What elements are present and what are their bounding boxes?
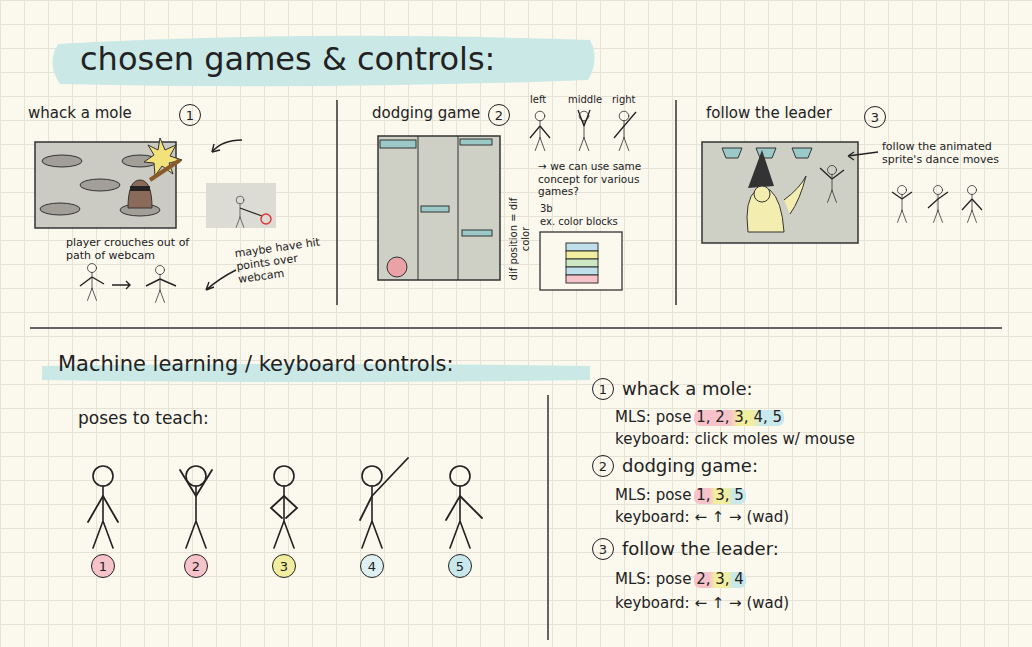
panel-title: dodging game xyxy=(372,104,480,122)
number-circle: 5 xyxy=(448,554,472,578)
circle-number: 4 xyxy=(368,560,376,573)
circle-number: 2 xyxy=(599,460,607,473)
number-circle: 2 xyxy=(184,554,208,578)
note: ex. color blocks xyxy=(540,216,618,228)
panel-title: whack a mole xyxy=(28,104,132,122)
circle-number: 1 xyxy=(186,109,194,122)
position-label: middle xyxy=(568,94,602,106)
subheading: poses to teach: xyxy=(78,408,209,428)
list-item: MLS: pose 2, 3, 4 xyxy=(615,570,744,588)
circle-number: 1 xyxy=(99,560,107,573)
number-circle: 2 xyxy=(488,104,510,126)
number-circle: 3 xyxy=(864,106,886,128)
circle-number: 1 xyxy=(599,383,607,396)
note: maybe have hit points over webcam xyxy=(234,233,342,287)
title-highlight xyxy=(52,36,594,86)
note: follow the animated sprite's dance moves xyxy=(882,140,1022,166)
circle-number: 3 xyxy=(871,111,879,124)
note: dif position = dif color xyxy=(508,196,532,282)
number-circle: 4 xyxy=(360,554,384,578)
list-heading: dodging game: xyxy=(622,455,758,477)
section-heading: Machine learning / keyboard controls: xyxy=(58,352,454,377)
circle-number: 2 xyxy=(192,560,200,573)
dodging-game-sketch xyxy=(378,110,636,290)
list-heading: whack a mole: xyxy=(622,378,753,400)
list-item: keyboard: ← ↑ → (wad) xyxy=(615,508,789,526)
pose-figures xyxy=(88,458,482,548)
list-item: MLS: pose 1, 2, 3, 4, 5 xyxy=(615,408,782,426)
divider xyxy=(675,100,677,305)
position-label: right xyxy=(612,94,636,106)
circle-number: 3 xyxy=(599,543,607,556)
panel-title: follow the leader xyxy=(706,104,832,122)
circle-number: 5 xyxy=(456,560,464,573)
divider xyxy=(547,395,549,640)
note: player crouches out of path of webcam xyxy=(66,236,216,262)
position-label: left xyxy=(530,94,546,106)
note: 3b xyxy=(540,203,553,215)
list-item: keyboard: ← ↑ → (wad) xyxy=(615,594,789,612)
number-circle: 2 xyxy=(592,455,614,477)
note: → we can use same concept for various ga… xyxy=(538,160,670,198)
number-circle: 1 xyxy=(592,378,614,400)
list-item: MLS: pose 1, 3, 5 xyxy=(615,486,744,504)
number-circle: 1 xyxy=(179,104,201,126)
list-heading: follow the leader: xyxy=(622,538,779,560)
title: chosen games & controls: xyxy=(80,40,495,78)
number-circle: 3 xyxy=(592,538,614,560)
circle-number: 2 xyxy=(495,109,503,122)
circle-number: 3 xyxy=(280,560,288,573)
list-item: keyboard: click moles w/ mouse xyxy=(615,430,855,448)
divider xyxy=(336,100,338,305)
divider xyxy=(30,327,1002,329)
number-circle: 3 xyxy=(272,554,296,578)
number-circle: 1 xyxy=(91,554,115,578)
